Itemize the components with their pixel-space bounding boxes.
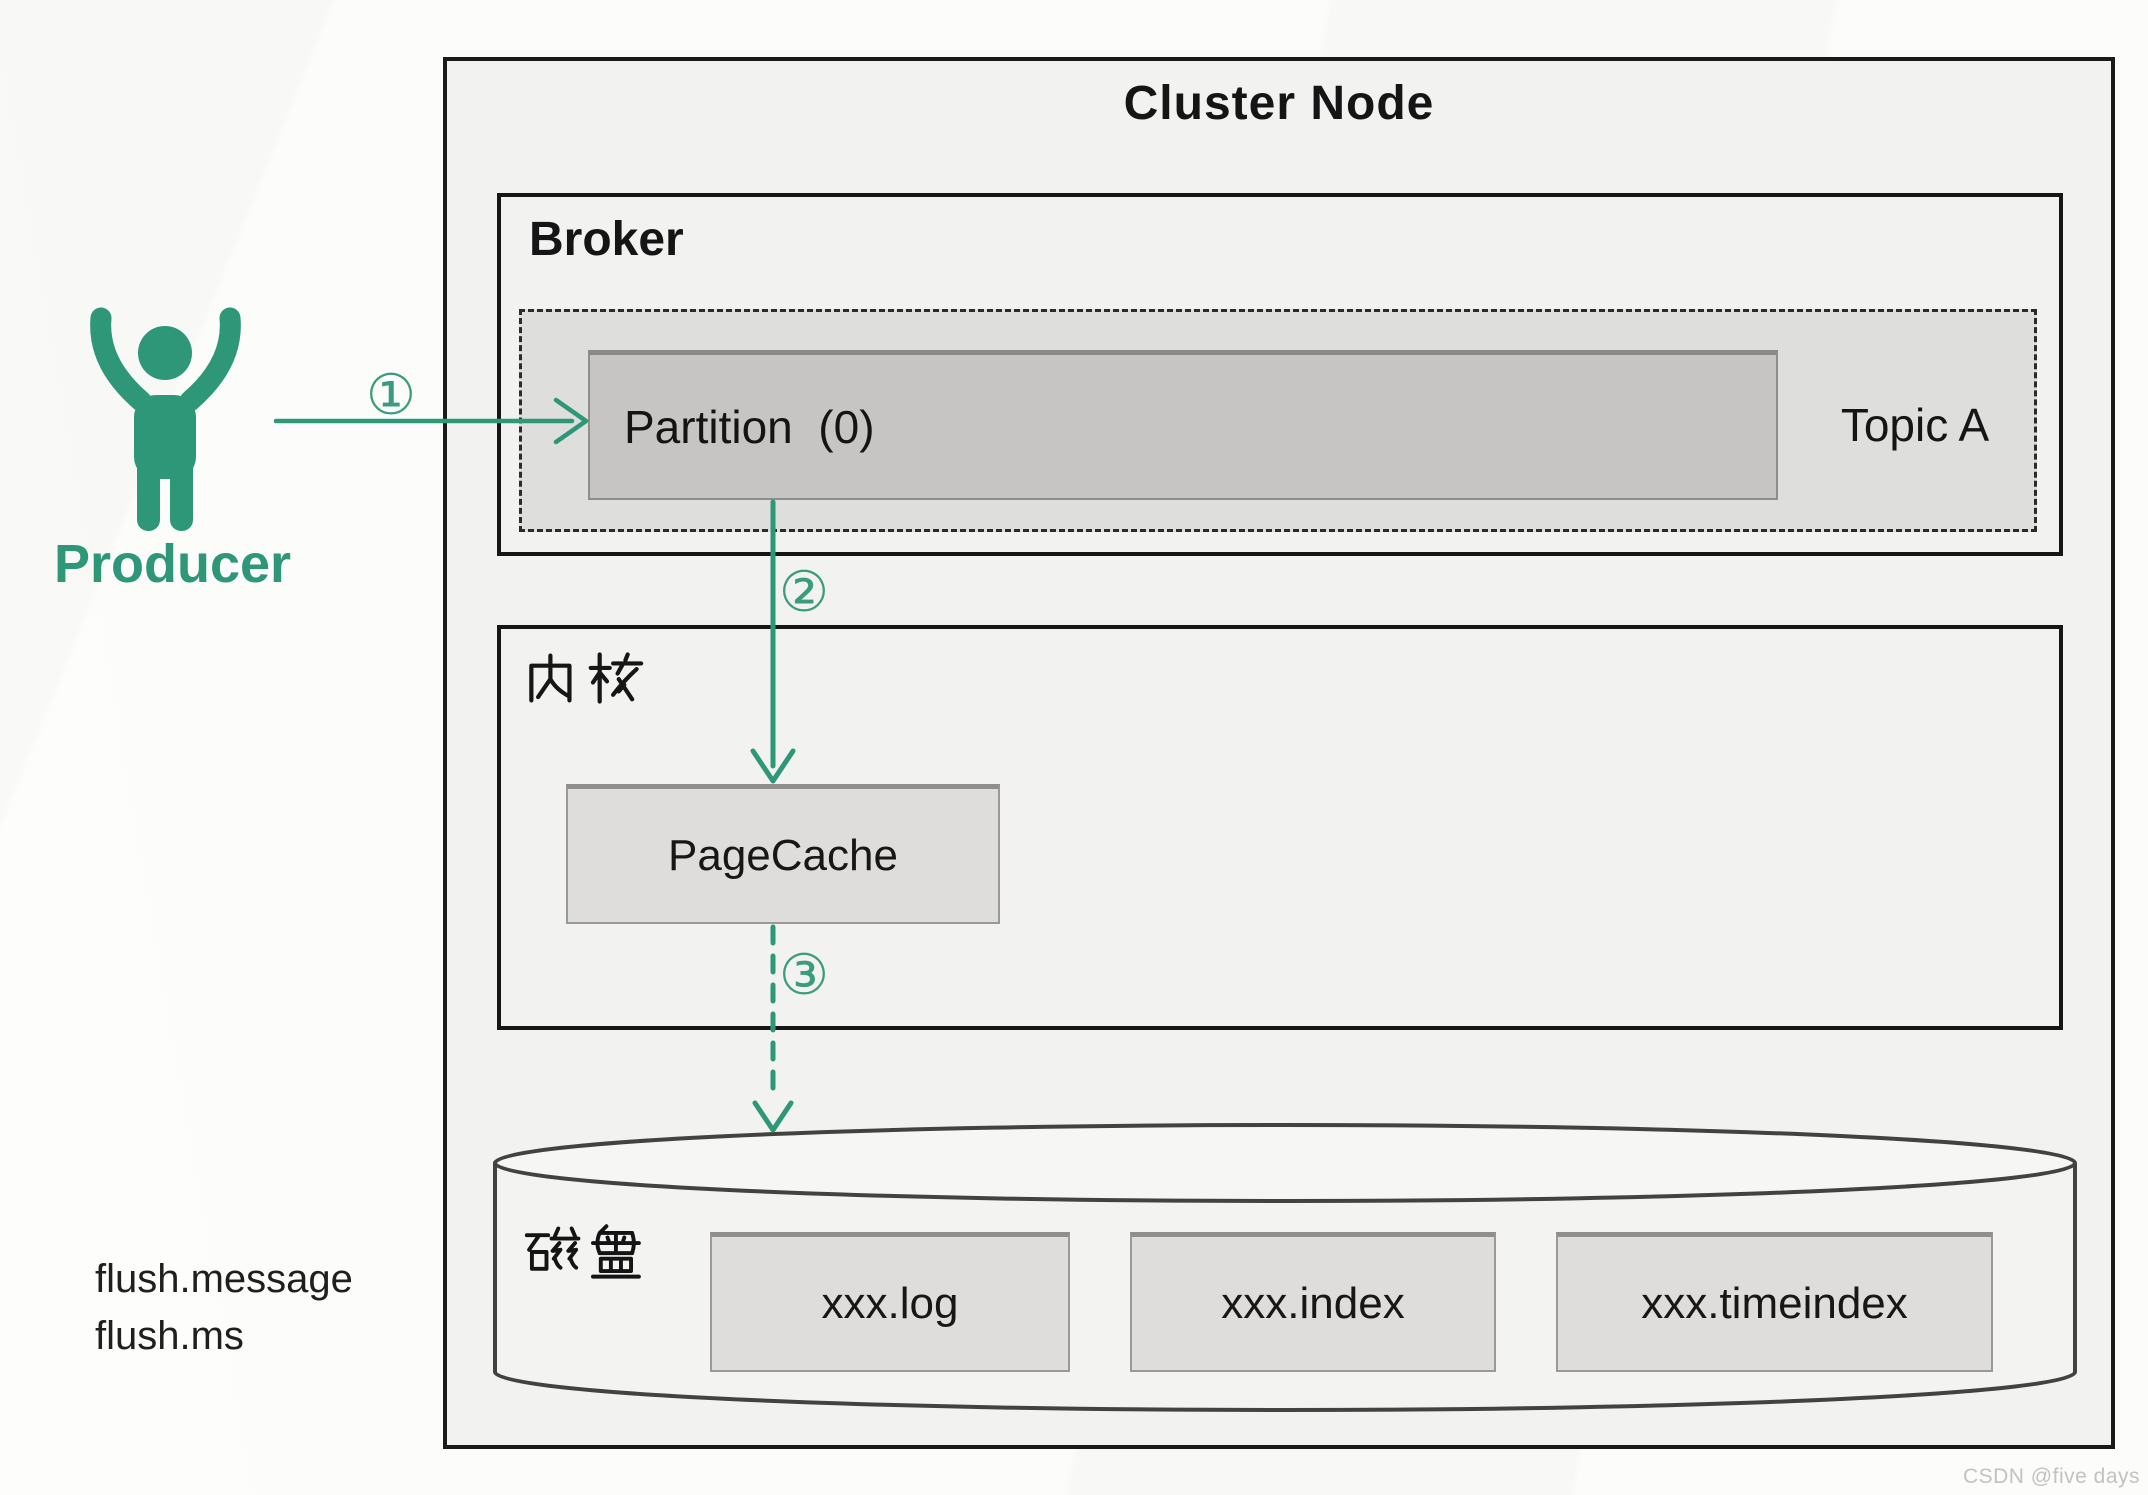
file-label-index: xxx.index bbox=[1221, 1278, 1405, 1328]
partition-box: Partition (0) bbox=[588, 350, 1778, 500]
file-label-timeindex: xxx.timeindex bbox=[1641, 1278, 1908, 1328]
file-label-log: xxx.log bbox=[821, 1278, 959, 1328]
producer-label: Producer bbox=[53, 534, 292, 594]
disk-label bbox=[524, 1224, 641, 1279]
file-box-index: xxx.index bbox=[1130, 1232, 1496, 1372]
disk-glyph-pan bbox=[591, 1224, 641, 1279]
topic-a-label: Topic A bbox=[1840, 399, 1990, 451]
step-2-badge: ② bbox=[778, 560, 830, 625]
kernel-glyph-nei bbox=[529, 653, 572, 703]
watermark: CSDN @five days bbox=[1962, 1465, 2140, 1488]
step-3-badge: ③ bbox=[778, 943, 830, 1008]
step-1-badge: ① bbox=[365, 363, 417, 428]
broker-label: Broker bbox=[529, 213, 684, 266]
flush-config-line2: flush.ms bbox=[95, 1314, 244, 1358]
kernel-box bbox=[497, 625, 2063, 1030]
pagecache-label: PageCache bbox=[668, 830, 898, 880]
file-box-timeindex: xxx.timeindex bbox=[1556, 1232, 1993, 1372]
kernel-label bbox=[529, 652, 644, 704]
kernel-glyph-he bbox=[588, 652, 644, 704]
broker-box bbox=[497, 193, 2063, 556]
pagecache-box: PageCache bbox=[566, 784, 1000, 924]
flush-config-line1: flush.message bbox=[95, 1257, 353, 1301]
producer-icon bbox=[90, 307, 241, 531]
flush-config-text: flush.message flush.ms bbox=[95, 1251, 353, 1365]
partition-label: Partition (0) bbox=[624, 400, 875, 453]
file-box-log: xxx.log bbox=[710, 1232, 1070, 1372]
cluster-node-title: Cluster Node bbox=[1123, 77, 1435, 130]
disk-glyph-ci bbox=[524, 1226, 581, 1271]
